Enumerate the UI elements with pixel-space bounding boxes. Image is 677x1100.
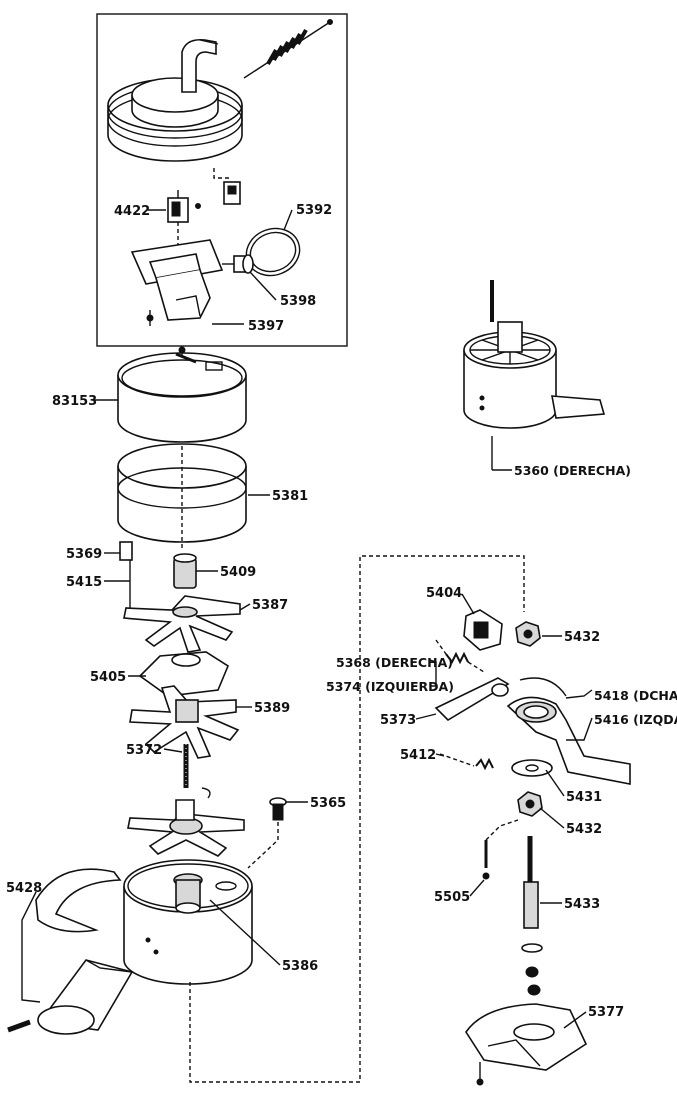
label-5368: 5368 (DERECHA) <box>336 655 453 670</box>
part-5404-block <box>463 609 503 651</box>
part-5365-screw <box>247 797 287 869</box>
label-5381: 5381 <box>272 489 308 504</box>
part-5392-oring <box>245 227 301 277</box>
part-5405-disc <box>138 651 229 697</box>
label-83153: 83153 <box>52 394 97 409</box>
label-5416: 5416 (IZQDA.) <box>594 712 677 727</box>
label-5372: 5372 <box>126 743 162 758</box>
part-5360-housing <box>463 280 606 429</box>
part-5389-star-blade <box>129 685 240 759</box>
label-5392: 5392 <box>296 203 332 218</box>
label-5373: 5373 <box>380 713 416 728</box>
part-5433-shaft <box>523 836 539 929</box>
label-5374: 5374 (IZQUIERDA) <box>326 679 454 694</box>
small-washers-stack <box>521 943 543 996</box>
part-5431-washer <box>511 759 553 777</box>
label-4422: 4422 <box>114 204 150 219</box>
label-5433: 5433 <box>564 897 600 912</box>
label-5377: 5377 <box>588 1005 624 1020</box>
label-5365: 5365 <box>310 796 346 811</box>
hopper-lid <box>107 38 243 162</box>
label-5389: 5389 <box>254 701 290 716</box>
part-5386-base-bowl <box>123 859 253 985</box>
dashed-assembly-guide <box>189 555 525 1083</box>
label-5431: 5431 <box>566 790 602 805</box>
top-assembly-box <box>96 13 348 347</box>
part-5372-rod <box>183 744 211 799</box>
part-5428-chute <box>7 868 134 1035</box>
label-5432-top: 5432 <box>564 630 600 645</box>
label-5405: 5405 <box>90 670 126 685</box>
part-4422-microswitch <box>167 190 201 250</box>
part-5373-lever <box>434 677 510 722</box>
label-5398: 5398 <box>280 294 316 309</box>
label-5428: 5428 <box>6 881 42 896</box>
part-5432-nut-lower <box>517 791 543 817</box>
part-5409-coupling <box>173 553 197 589</box>
label-5404: 5404 <box>426 586 462 601</box>
part-5368-5374-spring <box>435 639 485 673</box>
label-5505: 5505 <box>434 890 470 905</box>
part-5432-nut-top <box>515 621 541 647</box>
lower-fan-blade <box>127 799 245 857</box>
part-5412-spring <box>439 753 494 771</box>
label-5412: 5412 <box>400 748 436 763</box>
part-5397-funnel-plate <box>130 239 224 326</box>
label-5386: 5386 <box>282 959 318 974</box>
part-5377-base-plate <box>465 1003 588 1086</box>
label-5409: 5409 <box>220 565 256 580</box>
part-5381-sleeve <box>117 443 247 548</box>
label-5418: 5418 (DCHA.) <box>594 688 677 703</box>
part-83153-hopper-ring <box>117 346 247 443</box>
label-5369: 5369 <box>66 547 102 562</box>
top-box-frame <box>96 13 348 347</box>
small-switch <box>223 181 241 205</box>
part-5387-star-blade <box>123 595 241 653</box>
label-5397: 5397 <box>248 319 284 334</box>
part-5398-seal <box>222 254 254 274</box>
label-5360: 5360 (DERECHA) <box>514 463 631 478</box>
part-5369-5415-pin <box>119 541 133 617</box>
lid-spring <box>243 19 333 79</box>
label-5432-lower: 5432 <box>566 822 602 837</box>
label-5415: 5415 <box>66 575 102 590</box>
leader-lines <box>21 209 593 1029</box>
part-labels: 4422 5392 5398 5397 83153 5381 5369 5409… <box>6 203 677 1020</box>
label-5387: 5387 <box>252 598 288 613</box>
part-5505-pin <box>482 819 519 880</box>
part-5418-5416-bracket <box>506 677 631 785</box>
